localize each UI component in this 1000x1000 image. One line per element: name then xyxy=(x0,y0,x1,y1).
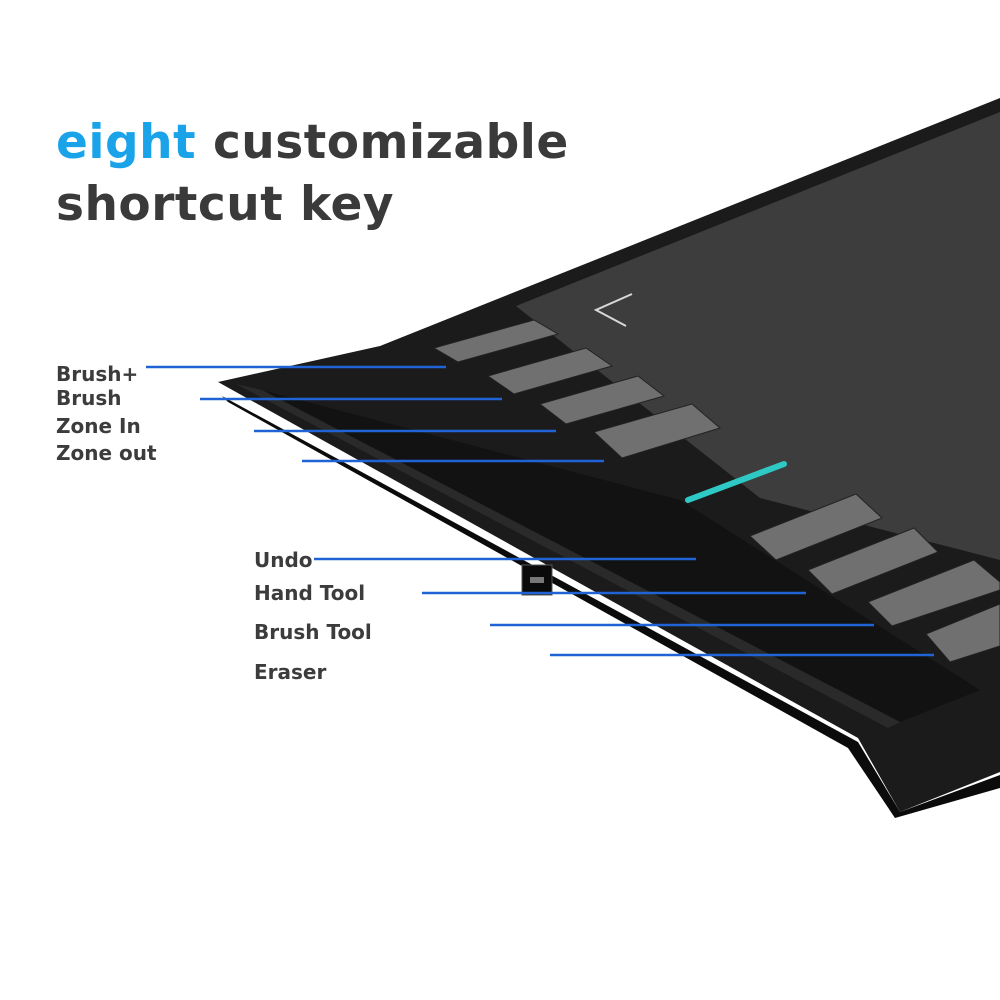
shortcut-key-7 xyxy=(867,559,1000,627)
shortcut-key-1 xyxy=(432,319,560,363)
shortcut-label: Zone In xyxy=(56,414,141,438)
usb-port-slot xyxy=(530,577,544,583)
shortcut-label: Zone out xyxy=(56,441,157,465)
shortcut-key-6 xyxy=(807,527,939,595)
tablet-active-area xyxy=(516,112,1000,560)
shortcut-key-2 xyxy=(486,347,614,395)
headline-rest: customizable xyxy=(212,115,569,170)
shortcut-key-4 xyxy=(593,403,722,459)
corner-mark-icon xyxy=(593,293,633,327)
shortcut-label: Brush+ xyxy=(56,362,139,386)
shortcut-label: Eraser xyxy=(254,660,327,684)
status-indicator-light xyxy=(685,461,787,503)
shortcut-key-8 xyxy=(925,603,1000,663)
shortcut-label: Hand Tool xyxy=(254,581,366,605)
shortcut-label: Brush Tool xyxy=(254,620,372,644)
shortcut-label: Undo xyxy=(254,548,313,572)
headline: eight customizable shortcut key xyxy=(56,112,569,236)
headline-accent: eight xyxy=(56,115,197,170)
tablet-front-panel-edge xyxy=(236,384,900,728)
shortcut-key-3 xyxy=(538,375,666,425)
headline-line2: shortcut key xyxy=(56,177,395,232)
tablet-front-panel xyxy=(262,390,980,722)
shortcut-key-5 xyxy=(749,493,883,561)
shortcut-label: Brush xyxy=(56,386,122,410)
